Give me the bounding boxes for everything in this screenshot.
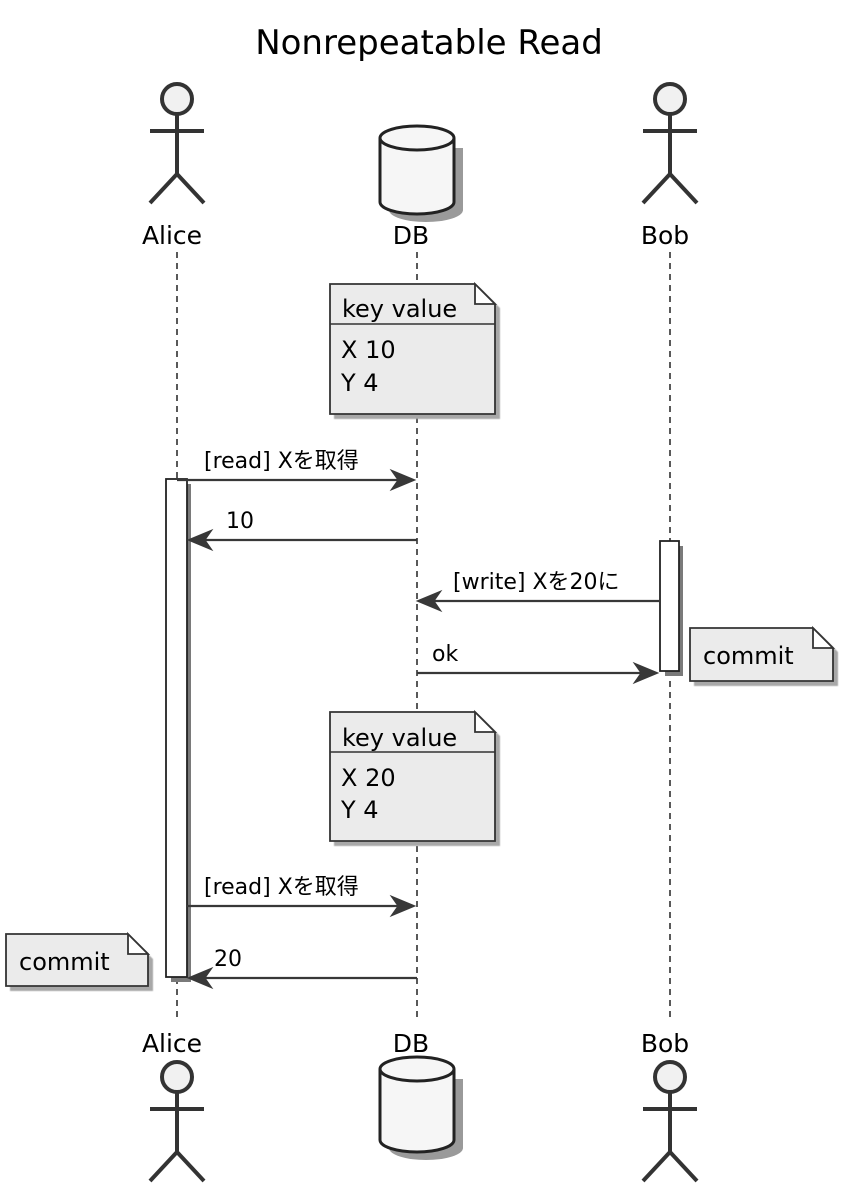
- note-bob-commit-text: commit: [703, 642, 794, 670]
- bob-actor-icon-bottom: [641, 1060, 699, 1183]
- db-database-icon-top: [378, 124, 463, 222]
- note-db-after-header: key value: [342, 724, 457, 752]
- participant-label-alice-bottom: Alice: [142, 1029, 202, 1058]
- message-3: [write] Xを20に: [415, 570, 660, 613]
- message-6: 20: [186, 947, 417, 990]
- alice-actor-icon-top: [148, 82, 206, 205]
- message-2: 10: [186, 509, 417, 552]
- alice-actor-icon-bottom: [148, 1060, 206, 1183]
- message-5-label: [read] Xを取得: [204, 875, 359, 900]
- db-database-icon-bottom: [378, 1055, 463, 1160]
- note-db-after-line-1: X 20: [341, 764, 396, 792]
- message-4-label: ok: [432, 642, 458, 667]
- note-db-after-line-2: Y 4: [340, 796, 379, 824]
- note-db-before: key value X 10 Y 4: [329, 281, 500, 419]
- message-3-label: [write] Xを20に: [453, 570, 620, 595]
- message-1: [read] Xを取得: [177, 449, 417, 492]
- note-db-after: key value X 20 Y 4: [329, 709, 500, 846]
- message-1-label: [read] Xを取得: [204, 449, 359, 474]
- note-alice-commit: commit: [5, 931, 153, 991]
- activation-alice: [165, 478, 191, 982]
- diagram-title: Nonrepeatable Read: [255, 23, 603, 63]
- note-db-before-line-1: X 10: [341, 336, 396, 364]
- note-db-before-line-2: Y 4: [340, 369, 379, 397]
- message-2-label: 10: [226, 509, 254, 534]
- participant-label-db-bottom: DB: [393, 1029, 429, 1058]
- note-bob-commit: commit: [689, 625, 838, 686]
- participant-label-bob-top: Bob: [641, 221, 689, 250]
- note-alice-commit-text: commit: [19, 948, 110, 976]
- participant-label-db-top: DB: [393, 221, 429, 250]
- bob-actor-icon-top: [641, 82, 699, 205]
- note-db-before-header: key value: [342, 295, 457, 323]
- message-6-label: 20: [214, 947, 242, 972]
- activation-bob: [659, 540, 683, 676]
- message-5: [read] Xを取得: [187, 875, 417, 918]
- participant-label-alice-top: Alice: [142, 221, 202, 250]
- message-4: ok: [417, 642, 660, 685]
- participant-label-bob-bottom: Bob: [641, 1029, 689, 1058]
